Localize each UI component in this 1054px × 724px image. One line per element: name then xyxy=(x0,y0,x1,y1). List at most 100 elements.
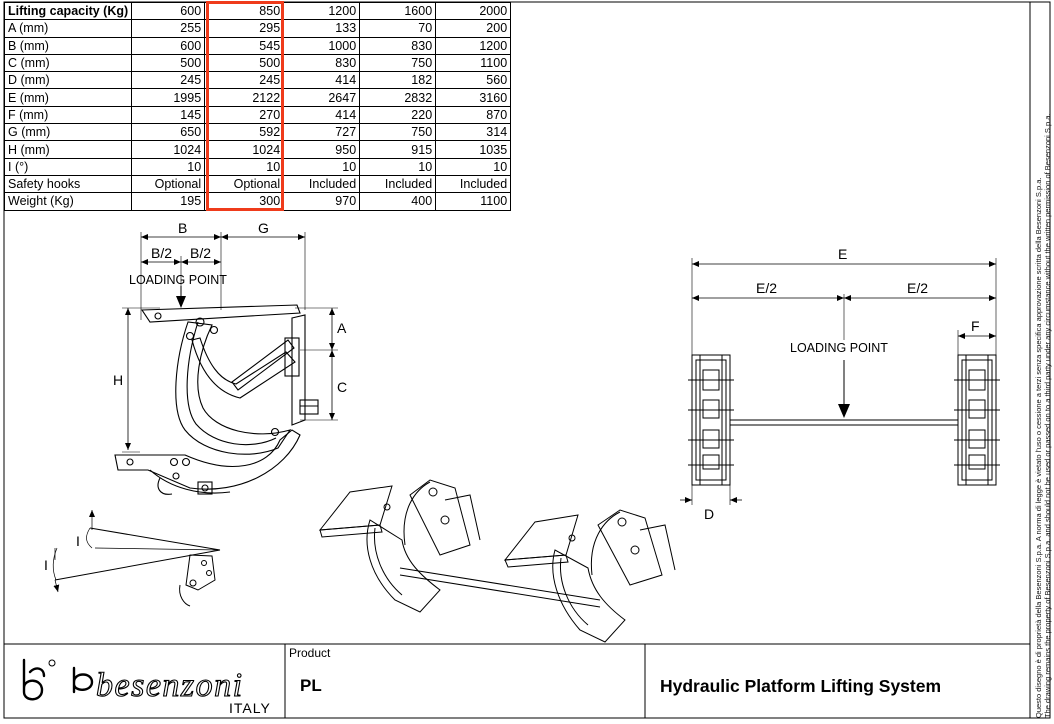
table-cell: 850 xyxy=(204,1,285,21)
table-cell: 2122 xyxy=(204,88,285,107)
table-cell: 1200 xyxy=(283,1,361,21)
table-cell: 270 xyxy=(204,105,285,125)
table-cell: 1200 xyxy=(435,36,512,55)
dim-b-label: B xyxy=(178,220,187,236)
legal-note-italian: Questo disegno è di proprietà della Bese… xyxy=(1034,177,1043,718)
side-loading-point-label: LOADING POINT xyxy=(129,273,227,287)
sheet-border xyxy=(3,1,1051,719)
table-cell: 10 xyxy=(359,157,437,176)
table-cell: 70 xyxy=(359,19,437,38)
table-cell: 915 xyxy=(359,140,437,159)
row-label: H (mm) xyxy=(3,140,133,159)
dim-a-label: A xyxy=(337,320,347,336)
table-cell: 10 xyxy=(283,157,361,176)
table-cell: 1024 xyxy=(204,140,285,159)
table-cell: 314 xyxy=(435,123,512,142)
title-block xyxy=(4,643,1030,718)
table-cell: Included xyxy=(283,174,361,194)
table-cell: 500 xyxy=(131,53,206,73)
brand-wordmark: besenzoni xyxy=(96,667,244,704)
front-loading-point-label: LOADING POINT xyxy=(790,341,888,355)
table-cell: 560 xyxy=(435,71,512,90)
table-cell: 1035 xyxy=(435,140,512,159)
table-cell: 414 xyxy=(283,71,361,90)
table-cell: 2832 xyxy=(359,88,437,107)
product-label: Product xyxy=(289,646,331,660)
table-cell: 970 xyxy=(283,192,361,211)
row-label: A (mm) xyxy=(3,19,133,38)
table-cell: 145 xyxy=(131,105,206,125)
dim-e-half-right: E/2 xyxy=(907,280,928,296)
table-cell: 1995 xyxy=(131,88,206,107)
table-cell: 195 xyxy=(131,192,206,211)
table-cell: 1100 xyxy=(435,192,512,211)
angle-detail-view xyxy=(52,510,221,607)
table-cell: 220 xyxy=(359,105,437,125)
front-view xyxy=(680,258,1000,505)
table-cell: 545 xyxy=(204,36,285,55)
dim-c-label: C xyxy=(337,379,347,395)
table-cell: 295 xyxy=(204,19,285,38)
dim-i-bottom-label: I xyxy=(44,557,48,573)
table-cell: 10 xyxy=(435,157,512,176)
table-cell: 950 xyxy=(283,140,361,159)
row-label: Weight (Kg) xyxy=(3,192,133,211)
drawing-title: Hydraulic Platform Lifting System xyxy=(660,676,942,696)
row-label: C (mm) xyxy=(3,53,133,73)
table-cell: Included xyxy=(435,174,512,194)
dim-g-label: G xyxy=(258,220,269,236)
table-cell: 10 xyxy=(131,157,206,176)
dim-d-label: D xyxy=(704,506,714,522)
table-cell: 727 xyxy=(283,123,361,142)
table-cell: 1024 xyxy=(131,140,206,159)
table-cell: 750 xyxy=(359,123,437,142)
table-cell: 200 xyxy=(435,19,512,38)
table-cell: 600 xyxy=(131,1,206,21)
row-label: F (mm) xyxy=(3,105,133,125)
table-cell: 1600 xyxy=(359,1,437,21)
table-cell: 870 xyxy=(435,105,512,125)
table-cell: 10 xyxy=(204,157,285,176)
row-label: I (°) xyxy=(3,157,133,176)
dim-h-label: H xyxy=(113,372,123,388)
table-cell: 133 xyxy=(283,19,361,38)
dim-f-label: F xyxy=(971,318,980,334)
table-cell: 600 xyxy=(131,36,206,55)
table-cell: 2000 xyxy=(435,1,512,21)
table-cell: 1100 xyxy=(435,53,512,73)
table-cell: 255 xyxy=(131,19,206,38)
table-cell: 592 xyxy=(204,123,285,142)
table-cell: 830 xyxy=(359,36,437,55)
row-label: E (mm) xyxy=(3,88,133,107)
dim-e-half-left: E/2 xyxy=(756,280,777,296)
table-cell: Included xyxy=(359,174,437,194)
legal-note: Questo disegno è di proprietà della Bese… xyxy=(1034,6,1052,718)
table-cell: 182 xyxy=(359,71,437,90)
table-cell: 3160 xyxy=(435,88,512,107)
table-cell: 830 xyxy=(283,53,361,73)
table-cell: 300 xyxy=(204,192,285,211)
table-cell: 2647 xyxy=(283,88,361,107)
dim-i-top-label: I xyxy=(76,533,80,549)
dim-e-label: E xyxy=(838,246,847,262)
dim-b-half-left: B/2 xyxy=(151,245,172,261)
product-value: PL xyxy=(300,676,322,695)
side-view xyxy=(114,232,338,495)
table-cell: 414 xyxy=(283,105,361,125)
row-label: B (mm) xyxy=(3,36,133,55)
row-label: D (mm) xyxy=(3,71,133,90)
table-cell: 1000 xyxy=(283,36,361,55)
